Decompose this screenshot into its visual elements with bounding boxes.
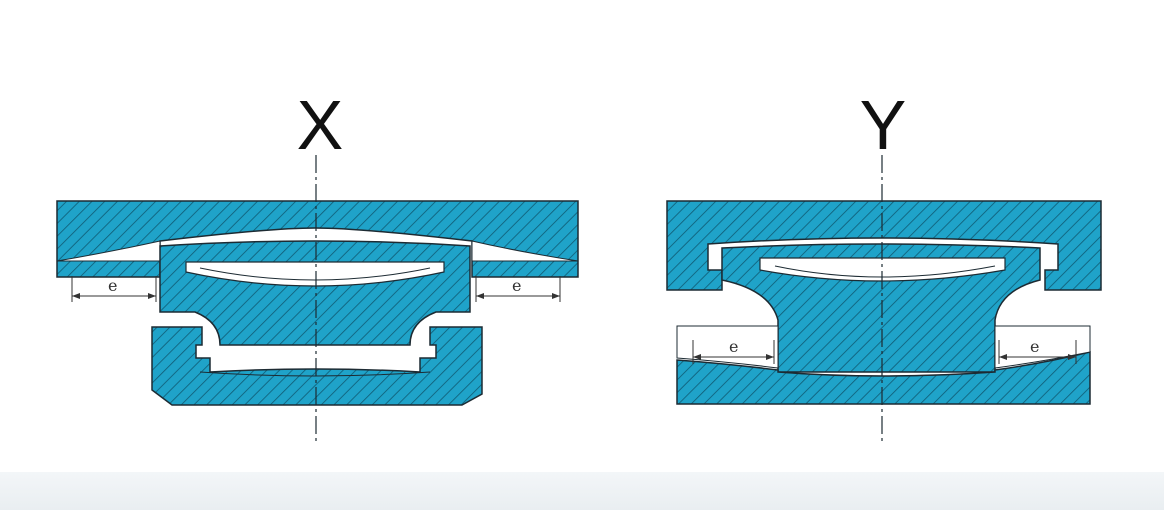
view-label-x: X bbox=[296, 86, 344, 164]
y-dimension-right-label: e bbox=[1030, 337, 1039, 356]
x-spherical-line bbox=[199, 267, 431, 281]
y-dimension-left-label: e bbox=[729, 337, 738, 356]
y-spherical-gap bbox=[759, 257, 1006, 282]
x-dimension-left: e bbox=[71, 276, 157, 302]
y-dimension-right: e bbox=[998, 337, 1077, 364]
y-dimension-left: e bbox=[692, 337, 775, 364]
x-left-slide-gap bbox=[56, 240, 161, 262]
x-spherical-gap bbox=[185, 261, 445, 287]
section-view-x: e e bbox=[56, 155, 579, 444]
y-bottom-slide-line bbox=[777, 371, 996, 377]
x-dimension-left-label: e bbox=[108, 276, 117, 295]
x-dimension-right-label: e bbox=[512, 276, 521, 295]
view-label-y: Y bbox=[859, 86, 907, 164]
x-bottom-base bbox=[151, 326, 483, 406]
x-right-slide-gap bbox=[471, 240, 579, 262]
x-bottom-slide-line bbox=[199, 371, 431, 377]
x-top-plate bbox=[56, 200, 579, 278]
x-middle-element bbox=[159, 240, 471, 346]
x-dimension-right: e bbox=[475, 276, 561, 302]
background-band bbox=[0, 472, 1164, 510]
section-view-y: e e bbox=[666, 155, 1102, 444]
y-top-plate bbox=[666, 200, 1102, 291]
